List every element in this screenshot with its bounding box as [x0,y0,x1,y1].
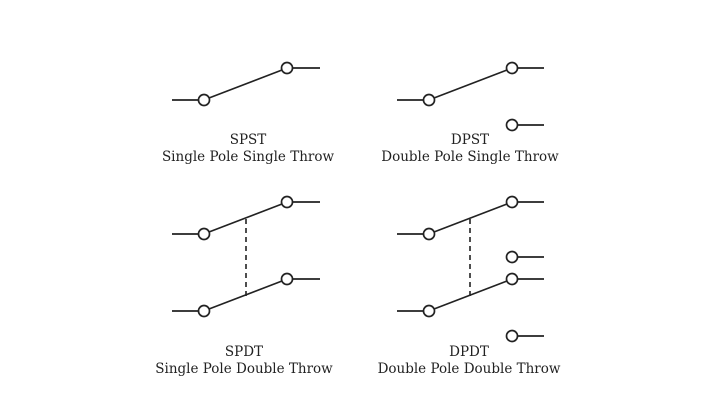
spdt-pole-terminal-top [197,227,211,241]
spdt-full-name: Single Pole Double Throw [155,361,333,377]
spst-caption: SPST Single Pole Single Throw [134,132,362,166]
spst-abbreviation: SPST [229,132,267,148]
dpst-throw-terminal-1 [505,61,519,75]
dpdt-symbol [397,195,544,343]
dpdt-full-name: Double Pole Double Throw [377,361,561,377]
dpdt-throw-terminal-bottom-1 [505,272,519,286]
spdt-caption: SPDT Single Pole Double Throw [130,344,358,378]
dpst-abbreviation: DPST [450,132,490,148]
dpdt-abbreviation: DPDT [449,344,489,360]
dpdt-throw-terminal-bottom-2 [505,329,519,343]
dpst-symbol [397,61,544,132]
spst-throw-terminal [280,61,294,75]
spst-blade [208,69,283,99]
dpst-full-name: Double Pole Single Throw [381,149,559,165]
dpdt-pole-terminal-bottom [422,304,436,318]
dpdt-throw-terminal-top-2 [505,250,519,264]
dpdt-blade-top [433,203,508,233]
spst-full-name: Single Pole Single Throw [161,149,335,165]
dpdt-caption: DPDT Double Pole Double Throw [353,344,585,378]
dpst-blade [433,69,508,99]
spdt-pole-terminal-bottom [197,304,211,318]
dpdt-throw-terminal-top-1 [505,195,519,209]
spdt-symbol [172,195,320,318]
spdt-abbreviation: SPDT [224,344,264,360]
dpst-caption: DPST Double Pole Single Throw [356,132,584,166]
spst-symbol [172,61,320,107]
spdt-blade-top [208,203,283,233]
dpdt-pole-terminal-top [422,227,436,241]
spst-pole-terminal [197,93,211,107]
dpst-throw-terminal-2 [505,118,519,132]
dpst-pole-terminal [422,93,436,107]
spdt-throw-terminal-bottom [280,272,294,286]
spdt-throw-terminal-top [280,195,294,209]
